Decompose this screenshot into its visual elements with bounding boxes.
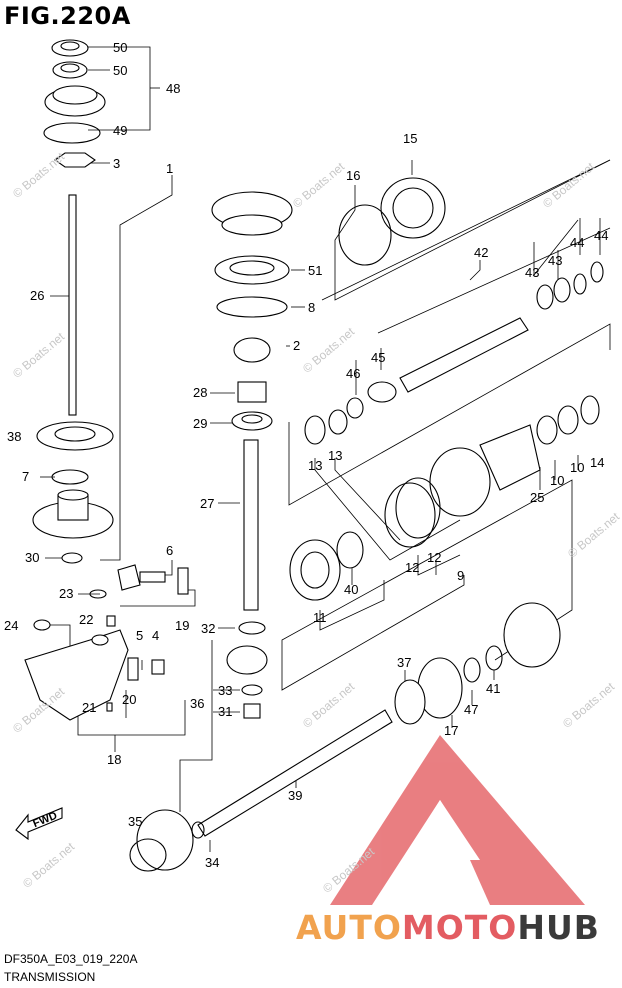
callout-label: 13 xyxy=(308,458,322,473)
brand-wordmark: AUTOMOTOHUB xyxy=(296,908,600,947)
callout-label: 10 xyxy=(550,473,564,488)
callout-label: 34 xyxy=(205,855,219,870)
callout-label: 1 xyxy=(166,161,173,176)
callout-label: 44 xyxy=(594,228,608,243)
callout-label: 12 xyxy=(405,560,419,575)
brand-part-moto: MOTO xyxy=(401,908,518,947)
callout-label: 43 xyxy=(548,253,562,268)
callout-label: 3 xyxy=(113,156,120,171)
callout-label: 12 xyxy=(427,550,441,565)
callout-label: 13 xyxy=(328,448,342,463)
callout-label: 40 xyxy=(344,582,358,597)
callout-label: 50 xyxy=(113,40,127,55)
callout-label: 2 xyxy=(293,338,300,353)
callout-label: 8 xyxy=(308,300,315,315)
callout-label: 23 xyxy=(59,586,73,601)
callout-label: 51 xyxy=(308,263,322,278)
callout-label: 42 xyxy=(474,245,488,260)
figure-title: FIG.220A xyxy=(4,2,131,30)
callout-label: 24 xyxy=(4,618,18,633)
callout-label: 15 xyxy=(403,131,417,146)
callout-label: 18 xyxy=(107,752,121,767)
callout-label: 31 xyxy=(218,704,232,719)
callout-label: 16 xyxy=(346,168,360,183)
parts xyxy=(15,39,604,872)
callout-label: 6 xyxy=(166,543,173,558)
callout-label: 20 xyxy=(122,692,136,707)
callout-label: 35 xyxy=(128,814,142,829)
callout-label: 10 xyxy=(570,460,584,475)
callout-label: 27 xyxy=(200,496,214,511)
callout-label: 36 xyxy=(190,696,204,711)
callout-label: 38 xyxy=(7,429,21,444)
callout-label: 30 xyxy=(25,550,39,565)
figure-name: TRANSMISSION xyxy=(4,970,96,984)
figure-code: DF350A_E03_019_220A xyxy=(4,952,138,966)
brand-part-hub: HUB xyxy=(517,908,600,947)
brand-logo xyxy=(330,735,585,905)
callout-label: 21 xyxy=(82,700,96,715)
callout-label: 29 xyxy=(193,416,207,431)
callout-label: 32 xyxy=(201,621,215,636)
brand-part-auto: AUTO xyxy=(296,908,402,947)
callout-label: 26 xyxy=(30,288,44,303)
callout-label: 49 xyxy=(113,123,127,138)
callout-label: 45 xyxy=(371,350,385,365)
callout-label: 39 xyxy=(288,788,302,803)
callout-label: 43 xyxy=(525,265,539,280)
callout-label: 22 xyxy=(79,612,93,627)
callout-label: 46 xyxy=(346,366,360,381)
callout-label: 5 xyxy=(136,628,143,643)
callout-label: 9 xyxy=(457,568,464,583)
callout-label: 19 xyxy=(175,618,189,633)
callout-label: 14 xyxy=(590,455,604,470)
callout-label: 37 xyxy=(397,655,411,670)
callout-label: 11 xyxy=(313,610,327,625)
callout-label: 17 xyxy=(444,723,458,738)
callout-label: 4 xyxy=(152,628,159,643)
callout-label: 48 xyxy=(166,81,180,96)
callout-label: 47 xyxy=(464,702,478,717)
callout-label: 50 xyxy=(113,63,127,78)
callout-label: 25 xyxy=(530,490,544,505)
callout-label: 41 xyxy=(486,681,500,696)
callout-label: 44 xyxy=(570,235,584,250)
fwd-label: FWD xyxy=(31,810,59,831)
callout-label: 7 xyxy=(22,469,29,484)
callout-label: 33 xyxy=(218,683,232,698)
callout-label: 28 xyxy=(193,385,207,400)
